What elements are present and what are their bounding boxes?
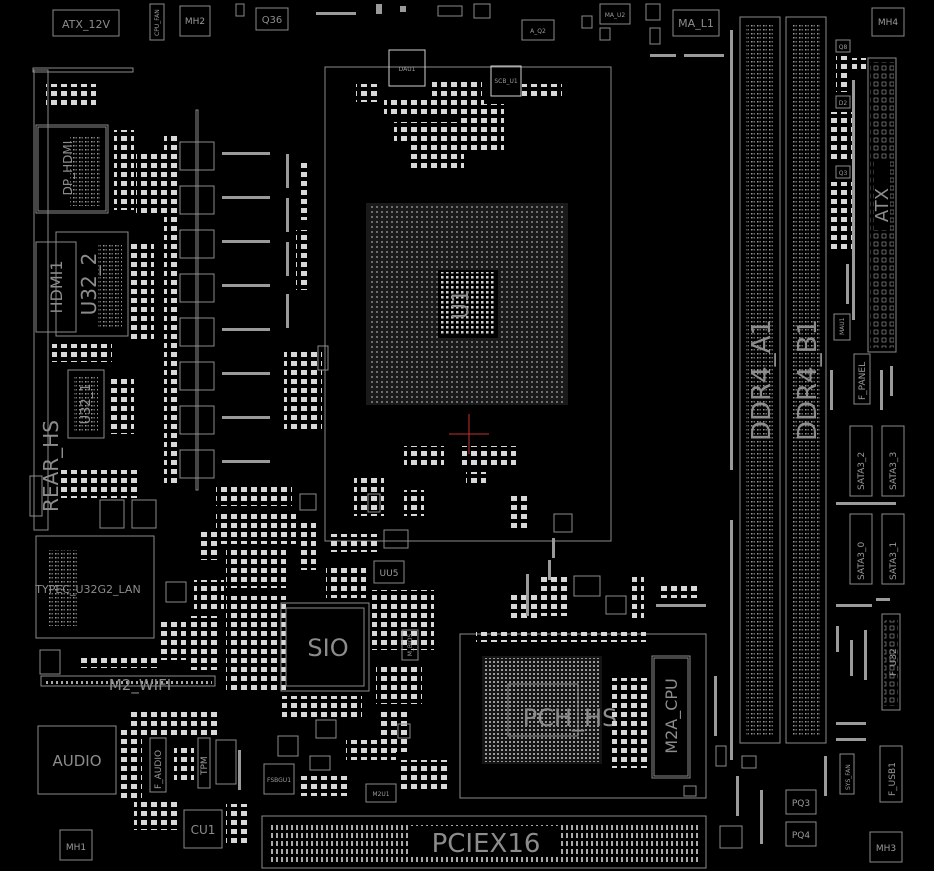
- q36-label: Q36: [262, 15, 283, 26]
- mau1-chip: MAU1: [833, 313, 851, 341]
- mounting-hole-mh4: MH4: [871, 7, 905, 37]
- sata3-1-label: SATA3_1: [889, 542, 899, 580]
- d2-diode: D2: [835, 95, 851, 109]
- fsbgu1-label: FSBGU1: [267, 777, 291, 784]
- sata3-0-label: SATA3_0: [857, 541, 867, 580]
- sys-fan-header: SYS_FAN: [839, 753, 855, 795]
- typec-lan-label: TYPEC_U32G2_LAN: [34, 583, 140, 596]
- dp-hdmi-port: DP_HDMI: [35, 124, 109, 214]
- m2-wifi-label: M2_WIFI: [109, 676, 171, 695]
- d2-label: D2: [839, 100, 848, 107]
- cpu-fan-header: CPU_FAN: [149, 3, 165, 41]
- scb-u1-label: SCB_U1: [494, 78, 518, 85]
- m2-wifi-slot: M2_WIFI: [40, 675, 216, 695]
- u32-1-port: U32_1: [67, 369, 105, 439]
- mounting-hole-mh3: MH3: [869, 831, 903, 863]
- q3-label: Q3: [839, 170, 848, 177]
- sata3-2-connector: SATA3_2: [849, 425, 873, 497]
- sata3-1-connector: SATA3_1: [881, 513, 905, 585]
- sio-chip: SIO: [280, 602, 370, 692]
- m-bios-label: M_BIOS: [407, 634, 414, 657]
- pciex16-slot: PCIEX16: [261, 815, 707, 869]
- sys-fan-label: SYS_FAN: [845, 764, 852, 790]
- sata3-0-connector: SATA3_0: [849, 513, 873, 585]
- atx-power-connector: ATX: [867, 57, 897, 353]
- f-panel-header: F_PANEL: [853, 353, 871, 405]
- ma-u2-chip: MA_U2: [599, 3, 631, 25]
- mounting-hole-mh2: MH2: [179, 5, 211, 37]
- mh3-label: MH3: [876, 844, 896, 854]
- cpu-socket-outline: [324, 66, 612, 542]
- uu5-chip: UU5: [373, 560, 405, 584]
- mh4-label: MH4: [878, 18, 899, 28]
- dau1-chip: DAU1: [388, 49, 426, 87]
- ddr4-a1-slot: DDR4_A1: [739, 16, 781, 744]
- cu1-chip: CU1: [183, 809, 223, 849]
- a-q2-label: A_Q2: [530, 28, 546, 35]
- q8-mosfet: Q8: [835, 39, 851, 53]
- atx-12v-label: ATX_12V: [62, 18, 110, 31]
- tpm-header: TPM: [197, 737, 211, 789]
- atx-12v-connector: ATX_12V: [52, 9, 120, 37]
- cpu-fan-label: CPU_FAN: [154, 9, 161, 36]
- f-u32-label: F_U32: [889, 648, 899, 676]
- audio-jack-block: AUDIO: [37, 725, 117, 795]
- mau1-label: MAU1: [839, 317, 846, 335]
- sio-label: SIO: [307, 634, 348, 662]
- pch-hs-label: PCH_HS: [523, 704, 618, 732]
- q8-label: Q8: [839, 44, 848, 51]
- f-audio-header: F_AUDIO: [149, 737, 167, 793]
- sata3-2-label: SATA3_2: [857, 452, 867, 490]
- a-q2-chip: A_Q2: [521, 19, 555, 41]
- inductor-ma-l1: MA_L1: [672, 9, 720, 37]
- cu1-label: CU1: [191, 823, 216, 837]
- mounting-hole-mh1: MH1: [59, 829, 93, 861]
- f-audio-label: F_AUDIO: [154, 750, 164, 789]
- sata3-3-connector: SATA3_3: [881, 425, 905, 497]
- uu5-label: UU5: [380, 569, 399, 579]
- m2a-cpu-label: M2A_CPU: [662, 678, 682, 753]
- sata3-3-label: SATA3_3: [889, 452, 899, 490]
- dp-hdmi-label: DP_HDMI: [61, 141, 75, 196]
- pch-heatsink: PCH_HS: [459, 633, 707, 799]
- pq3-label: PQ3: [792, 799, 810, 809]
- mh1-label: MH1: [66, 843, 86, 853]
- q3-mosfet: Q3: [835, 165, 851, 179]
- u32-2-label: U32_2: [77, 253, 101, 316]
- m-bios-chip: M_BIOS: [401, 629, 419, 661]
- cpu-ball-grid: U1: [366, 203, 568, 405]
- m2a-cpu-slot: M2A_CPU: [651, 655, 691, 779]
- ddr4-a1-label: DDR4_A1: [747, 319, 777, 441]
- pq4-regulator: PQ4: [785, 821, 817, 847]
- scb-u1-chip: SCB_U1: [490, 65, 522, 97]
- tpm-label: TPM: [200, 756, 210, 776]
- m2u1-label: M2U1: [372, 791, 389, 798]
- f-panel-label: F_PANEL: [858, 362, 868, 400]
- f-usb1-header: F_USB1: [879, 745, 903, 803]
- vrm-inductor-row: [222, 152, 289, 463]
- pq3-regulator: PQ3: [785, 789, 817, 815]
- audio-label: AUDIO: [52, 752, 101, 770]
- typec-lan-port: TYPEC_U32G2_LAN: [34, 535, 155, 639]
- rear-hs-label: REAR_HS: [39, 420, 63, 512]
- ddr4-b1-slot: DDR4_B1: [785, 16, 827, 744]
- dau1-label: DAU1: [399, 66, 416, 73]
- f-u32-header: F_U32: [881, 613, 901, 711]
- ma-u2-label: MA_U2: [605, 12, 626, 19]
- u32-1-label: U32_1: [79, 384, 94, 425]
- f-usb1-label: F_USB1: [888, 762, 898, 796]
- m2u1-chip: M2U1: [365, 783, 397, 803]
- mh2-label: MH2: [185, 17, 205, 27]
- vrm-phase-column: [179, 141, 215, 479]
- atx-label: ATX: [872, 188, 893, 222]
- u32-2-port: U32_2: [55, 231, 129, 337]
- pq4-label: PQ4: [792, 831, 811, 841]
- cpu-center-label: U1: [449, 289, 474, 319]
- ma-l1-label: MA_L1: [678, 17, 714, 30]
- fsbgu1-chip: FSBGU1: [263, 763, 295, 795]
- ddr4-b1-label: DDR4_B1: [793, 319, 823, 441]
- mosfet-q36: Q36: [255, 7, 289, 31]
- pciex16-label: PCIEX16: [432, 829, 541, 859]
